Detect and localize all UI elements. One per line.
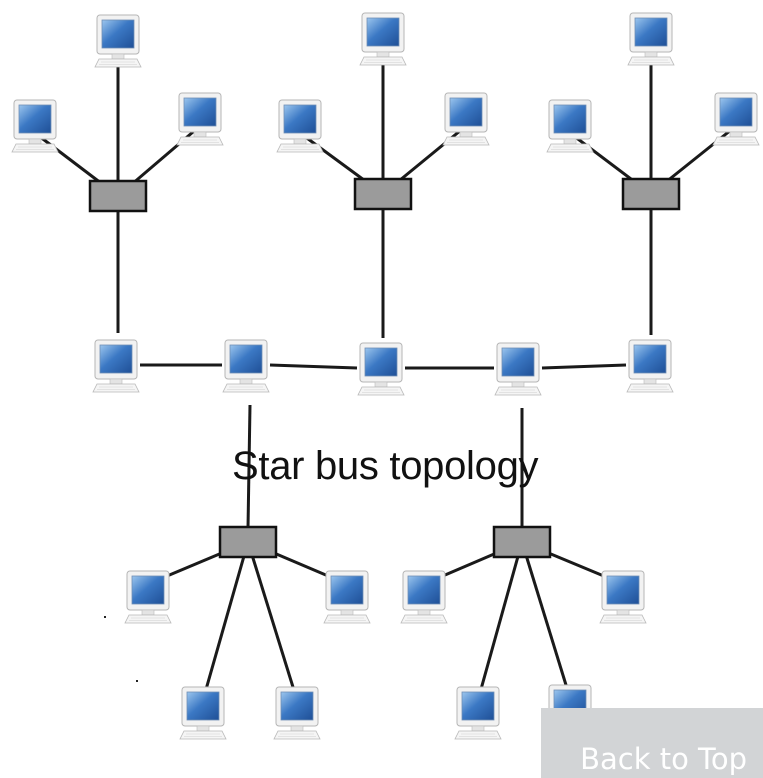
computers (11, 12, 760, 740)
computer-icon (454, 686, 502, 740)
cable (269, 363, 358, 370)
computer-icon (222, 339, 270, 393)
computer-icon (179, 686, 227, 740)
hub-icon (353, 177, 413, 211)
cable (476, 541, 524, 701)
computer-icon (359, 12, 407, 66)
computer-icon (11, 99, 59, 153)
back-to-top-button[interactable]: Back to Top (541, 708, 763, 778)
hub-icon (492, 525, 552, 559)
stray-dot (136, 680, 138, 682)
computer-icon (712, 92, 760, 146)
computer-icon (627, 12, 675, 66)
hubs (88, 177, 681, 559)
diagram-caption: Star bus topology (232, 444, 539, 488)
hub-icon (218, 525, 278, 559)
computer-icon (273, 686, 321, 740)
cable (541, 363, 627, 370)
computer-icon (92, 339, 140, 393)
cable (520, 541, 572, 699)
hub-icon (621, 177, 681, 211)
computer-icon (94, 14, 142, 68)
computer-icon (442, 92, 490, 146)
computer-icon (176, 92, 224, 146)
cable (246, 541, 299, 701)
computer-icon (494, 342, 542, 396)
computer-icon (323, 570, 371, 624)
computer-icon (124, 570, 172, 624)
computer-icon (357, 342, 405, 396)
computer-icon (276, 99, 324, 153)
computer-icon (400, 570, 448, 624)
computer-icon (626, 339, 674, 393)
cable (246, 404, 252, 529)
cable (201, 541, 250, 701)
stray-dot (104, 616, 106, 618)
hub-icon (88, 179, 148, 213)
computer-icon (599, 570, 647, 624)
computer-icon (546, 99, 594, 153)
